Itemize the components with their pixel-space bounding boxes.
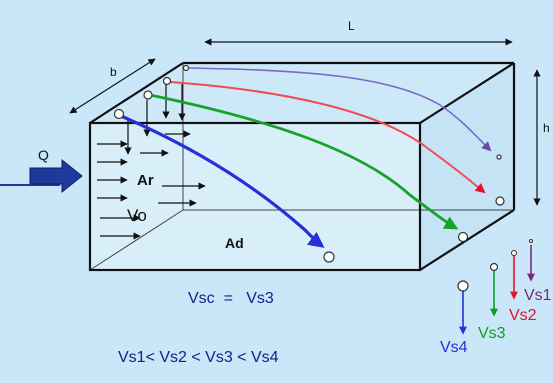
width-dimension-arrow	[69, 58, 156, 114]
particle-start-vs3	[143, 90, 153, 100]
inlet-flow-arrows	[97, 130, 206, 240]
particle-start-vs4	[113, 108, 125, 120]
legend-vs2: Vs2	[509, 307, 537, 324]
sludge-zone-label: Ad	[225, 235, 244, 251]
critical-velocity-equation: Vsc = Vs3	[188, 290, 274, 307]
settling-velocity-legend: Vs4 Vs3 Vs2 Vs1	[440, 239, 552, 356]
trajectory-vs1	[186, 67, 492, 152]
tank-front-face	[90, 123, 420, 270]
length-label: L	[348, 19, 355, 33]
particle-end-vs4	[323, 251, 335, 263]
particle-markers	[113, 64, 505, 263]
legend-vs3: Vs3	[478, 325, 506, 342]
particle-end-vs2	[495, 196, 505, 206]
tank-top-face	[90, 63, 514, 123]
particle-end-vs3	[457, 231, 469, 243]
trajectory-vs3	[149, 93, 459, 230]
particle-start-vs1	[182, 64, 190, 72]
tank-edges	[88, 61, 516, 272]
trajectory-vs2	[169, 81, 486, 194]
trajectory-vs4	[120, 114, 325, 248]
inflow-velocity-label: Vo	[127, 206, 147, 225]
particle-end-vs1	[496, 154, 502, 160]
legend-vs4: Vs4	[440, 339, 468, 356]
entrance-zone-label: Ar	[137, 172, 154, 189]
height-label: h	[543, 121, 550, 135]
particle-start-vs2	[162, 76, 172, 86]
velocity-order-equation: Vs1< Vs2 < Vs3 < Vs4	[118, 349, 279, 366]
width-label: b	[110, 65, 117, 79]
flow-label: Q	[38, 147, 49, 163]
inflow-arrow-icon	[29, 158, 83, 194]
legend-vs1: Vs1	[524, 287, 552, 304]
